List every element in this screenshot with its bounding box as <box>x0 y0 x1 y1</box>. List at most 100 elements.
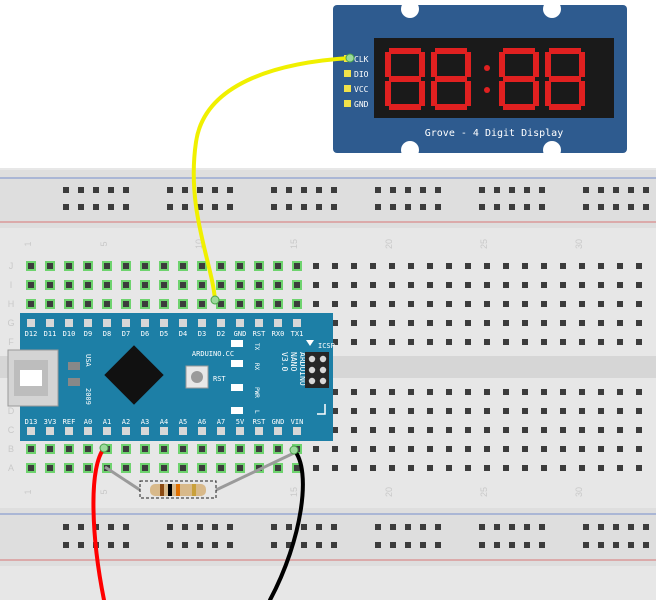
rail-hole <box>583 524 589 530</box>
breadboard-hole <box>446 320 452 326</box>
bottom-pin-label: D13 <box>25 418 38 426</box>
rail-hole <box>197 204 203 210</box>
rail-hole <box>390 187 396 193</box>
breadboard-hole <box>389 339 395 345</box>
rail-hole <box>524 204 530 210</box>
row-letter: G <box>7 318 14 328</box>
breadboard-hole <box>123 465 129 471</box>
resistor <box>104 451 295 499</box>
breadboard-hole <box>389 427 395 433</box>
breadboard-hole <box>560 465 566 471</box>
rail-hole <box>197 524 203 530</box>
rail-hole <box>598 204 604 210</box>
breadboard-hole <box>123 446 129 452</box>
nano-pin-pad <box>217 319 225 327</box>
rail-hole <box>167 187 173 193</box>
breadboard-hole <box>161 263 167 269</box>
breadboard-hole <box>617 427 623 433</box>
rail-hole <box>643 524 649 530</box>
nano-pin-pad <box>255 427 263 435</box>
display-pin-label: GND <box>354 100 369 109</box>
nano-pin-pad <box>27 427 35 435</box>
breadboard-hole <box>446 282 452 288</box>
rail-hole <box>301 187 307 193</box>
breadboard-hole <box>294 465 300 471</box>
led-label: RX <box>253 363 260 371</box>
breadboard-hole <box>218 263 224 269</box>
breadboard-hole <box>579 389 585 395</box>
rail-hole <box>539 187 545 193</box>
breadboard-hole <box>104 282 110 288</box>
wire-endpoint <box>210 295 220 305</box>
breadboard-hole <box>636 446 642 452</box>
breadboard-hole <box>142 465 148 471</box>
icsp-label: ICSP <box>318 342 335 350</box>
nano-pin-pad <box>293 427 301 435</box>
rail-hole <box>331 204 337 210</box>
breadboard: 115510101515202025253030 JIHGFEDCBA <box>0 168 656 600</box>
top-pin-label: D11 <box>44 330 57 338</box>
breadboard-hole <box>636 339 642 345</box>
breadboard-hole <box>161 465 167 471</box>
nano-pin-pad <box>122 319 130 327</box>
rail-hole <box>123 542 129 548</box>
breadboard-hole <box>237 263 243 269</box>
top-power-rail <box>0 170 656 228</box>
nano-pin-pad <box>179 427 187 435</box>
breadboard-hole <box>541 301 547 307</box>
column-number: 1 <box>23 489 33 494</box>
breadboard-hole <box>446 301 452 307</box>
breadboard-hole <box>313 263 319 269</box>
breadboard-hole <box>408 408 414 414</box>
rail-hole <box>316 524 322 530</box>
breadboard-hole <box>351 465 357 471</box>
breadboard-hole <box>465 389 471 395</box>
breadboard-hole <box>104 301 110 307</box>
breadboard-hole <box>161 282 167 288</box>
rail-hole <box>63 542 69 548</box>
rail-hole <box>405 524 411 530</box>
nano-pin-pad <box>122 427 130 435</box>
atmega-chip <box>104 345 164 405</box>
breadboard-hole <box>522 339 528 345</box>
gnd-wire[interactable] <box>268 448 305 600</box>
breadboard-hole <box>484 282 490 288</box>
breadboard-hole <box>370 408 376 414</box>
rail-hole <box>182 542 188 548</box>
model-line: ARDUINO <box>298 352 307 386</box>
rail-hole <box>286 542 292 548</box>
icsp-pin <box>308 355 316 363</box>
breadboard-hole <box>351 301 357 307</box>
rail-hole <box>390 524 396 530</box>
breadboard-hole <box>332 465 338 471</box>
rail-hole <box>375 204 381 210</box>
breadboard-hole <box>560 446 566 452</box>
corner-mark <box>317 404 326 415</box>
model-line: V3.0 <box>280 352 289 371</box>
nano-pin-pad <box>103 319 111 327</box>
segment <box>431 52 437 77</box>
breadboard-hole <box>465 282 471 288</box>
breadboard-hole <box>370 389 376 395</box>
breadboard-hole <box>541 282 547 288</box>
top-pin-label: D4 <box>179 330 187 338</box>
rail-hole <box>286 204 292 210</box>
breadboard-hole <box>598 320 604 326</box>
rail-hole <box>123 204 129 210</box>
breadboard-hole <box>28 446 34 452</box>
breadboard-hole <box>598 465 604 471</box>
segment <box>389 48 421 54</box>
reset-label: RST <box>213 375 226 383</box>
rail-hole <box>435 524 441 530</box>
clk-wire[interactable] <box>191 56 352 302</box>
breadboard-hole <box>389 408 395 414</box>
segment <box>549 104 581 110</box>
mount-hole <box>543 141 561 159</box>
rail-hole <box>628 524 634 530</box>
resistor-selection <box>139 480 217 499</box>
vcc-wire[interactable] <box>91 446 106 600</box>
rail-hole <box>435 542 441 548</box>
display-pin <box>344 70 351 77</box>
rail-hole <box>227 542 233 548</box>
breadboard-hole <box>503 389 509 395</box>
